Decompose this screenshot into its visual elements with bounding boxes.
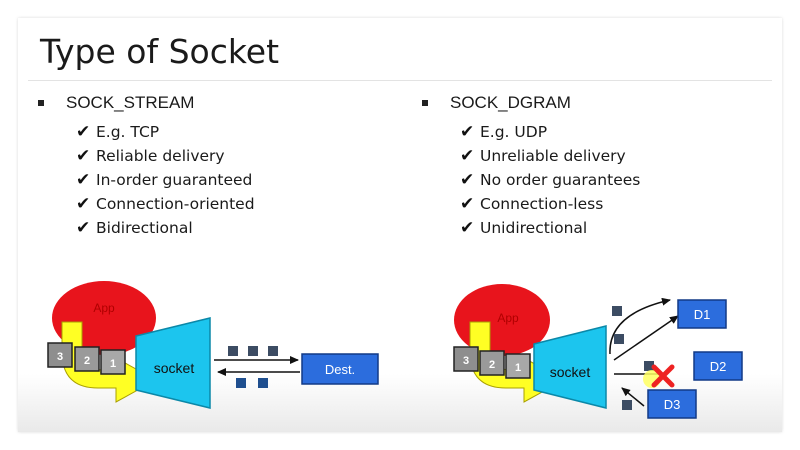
svg-text:D3: D3	[664, 397, 681, 412]
check-icon: ✔	[76, 146, 91, 166]
svg-text:D2: D2	[710, 359, 727, 374]
app-label: App	[497, 311, 519, 325]
list-item: ✔Unidirectional	[460, 218, 588, 238]
check-icon: ✔	[460, 146, 475, 166]
packet-square	[248, 346, 258, 356]
dgram-column: SOCK_DGRAM ✔E.g. UDP ✔Unreliable deliver…	[422, 90, 640, 240]
stream-heading: SOCK_STREAM	[66, 93, 195, 112]
packet-square	[258, 378, 268, 388]
packet-3	[453, 346, 479, 372]
list-item: ✔Unreliable delivery	[460, 146, 626, 166]
svg-text:1: 1	[515, 362, 521, 374]
packet-3	[47, 342, 73, 368]
packet-square	[228, 346, 238, 356]
list-item: ✔Reliable delivery	[76, 146, 225, 166]
app-label: App	[93, 301, 115, 315]
stream-diagram: App 3 2 1 socket Dest.	[47, 281, 379, 409]
dest-d1	[677, 299, 727, 329]
socket-label: socket	[550, 364, 591, 380]
packet-square	[622, 400, 632, 410]
check-icon: ✔	[460, 170, 475, 190]
stream-feature-list: ✔E.g. TCP ✔Reliable delivery ✔In-order g…	[38, 120, 255, 240]
packet-square	[644, 361, 654, 371]
list-item: ✔Bidirectional	[76, 218, 193, 238]
check-icon: ✔	[76, 218, 91, 238]
arrow-to-d1	[609, 297, 671, 355]
packet-2	[74, 346, 100, 372]
dgram-heading-row: SOCK_DGRAM	[422, 90, 640, 116]
slide-title: Type of Socket	[40, 32, 280, 71]
dest-box	[301, 353, 379, 385]
socket-shape	[135, 317, 211, 409]
stream-heading-row: SOCK_STREAM	[38, 90, 255, 116]
list-item: ✔Connection-oriented	[76, 194, 255, 214]
stream-column: SOCK_STREAM ✔E.g. TCP ✔Reliable delivery…	[38, 90, 255, 240]
check-icon: ✔	[76, 122, 91, 142]
check-icon: ✔	[460, 122, 475, 142]
socket-label: socket	[154, 360, 195, 376]
packet-square	[236, 378, 246, 388]
packet-square	[268, 346, 278, 356]
svg-text:2: 2	[489, 359, 495, 371]
list-item: ✔Connection-less	[460, 194, 604, 214]
square-bullet-icon	[422, 100, 428, 106]
check-icon: ✔	[460, 218, 475, 238]
svg-text:2: 2	[84, 355, 90, 367]
svg-text:D1: D1	[694, 307, 711, 322]
dest-d2	[693, 351, 743, 381]
packet-1	[100, 349, 126, 375]
socket-diagrams: App 3 2 1 socket Dest. App	[47, 281, 743, 419]
packet-square	[612, 306, 622, 316]
dgram-diagram: App 3 2 1 socket D1	[453, 284, 743, 419]
dest-d3	[647, 389, 697, 419]
dgram-heading: SOCK_DGRAM	[450, 93, 571, 112]
socket-shape	[533, 325, 607, 409]
packet-square	[614, 334, 624, 344]
check-icon: ✔	[76, 194, 91, 214]
svg-text:1: 1	[110, 358, 116, 370]
list-item: ✔No order guarantees	[460, 170, 641, 190]
square-bullet-icon	[38, 100, 44, 106]
title-divider	[28, 80, 772, 81]
dest-label: Dest.	[325, 362, 355, 377]
packet-2	[479, 350, 505, 376]
svg-text:3: 3	[57, 351, 63, 363]
list-item: ✔In-order guaranteed	[76, 170, 253, 190]
dgram-feature-list: ✔E.g. UDP ✔Unreliable delivery ✔No order…	[422, 120, 640, 240]
red-x-icon	[651, 364, 675, 388]
check-icon: ✔	[76, 170, 91, 190]
slide: Type of Socket SOCK_STREAM ✔E.g. TCP ✔Re…	[18, 18, 782, 432]
packet-1	[505, 353, 531, 379]
check-icon: ✔	[460, 194, 475, 214]
arrow-from-d3	[621, 387, 645, 407]
list-item: ✔E.g. TCP	[76, 122, 160, 142]
svg-text:3: 3	[463, 355, 469, 367]
arrow-to-d1-straight	[613, 315, 679, 361]
list-item: ✔E.g. UDP	[460, 122, 548, 142]
